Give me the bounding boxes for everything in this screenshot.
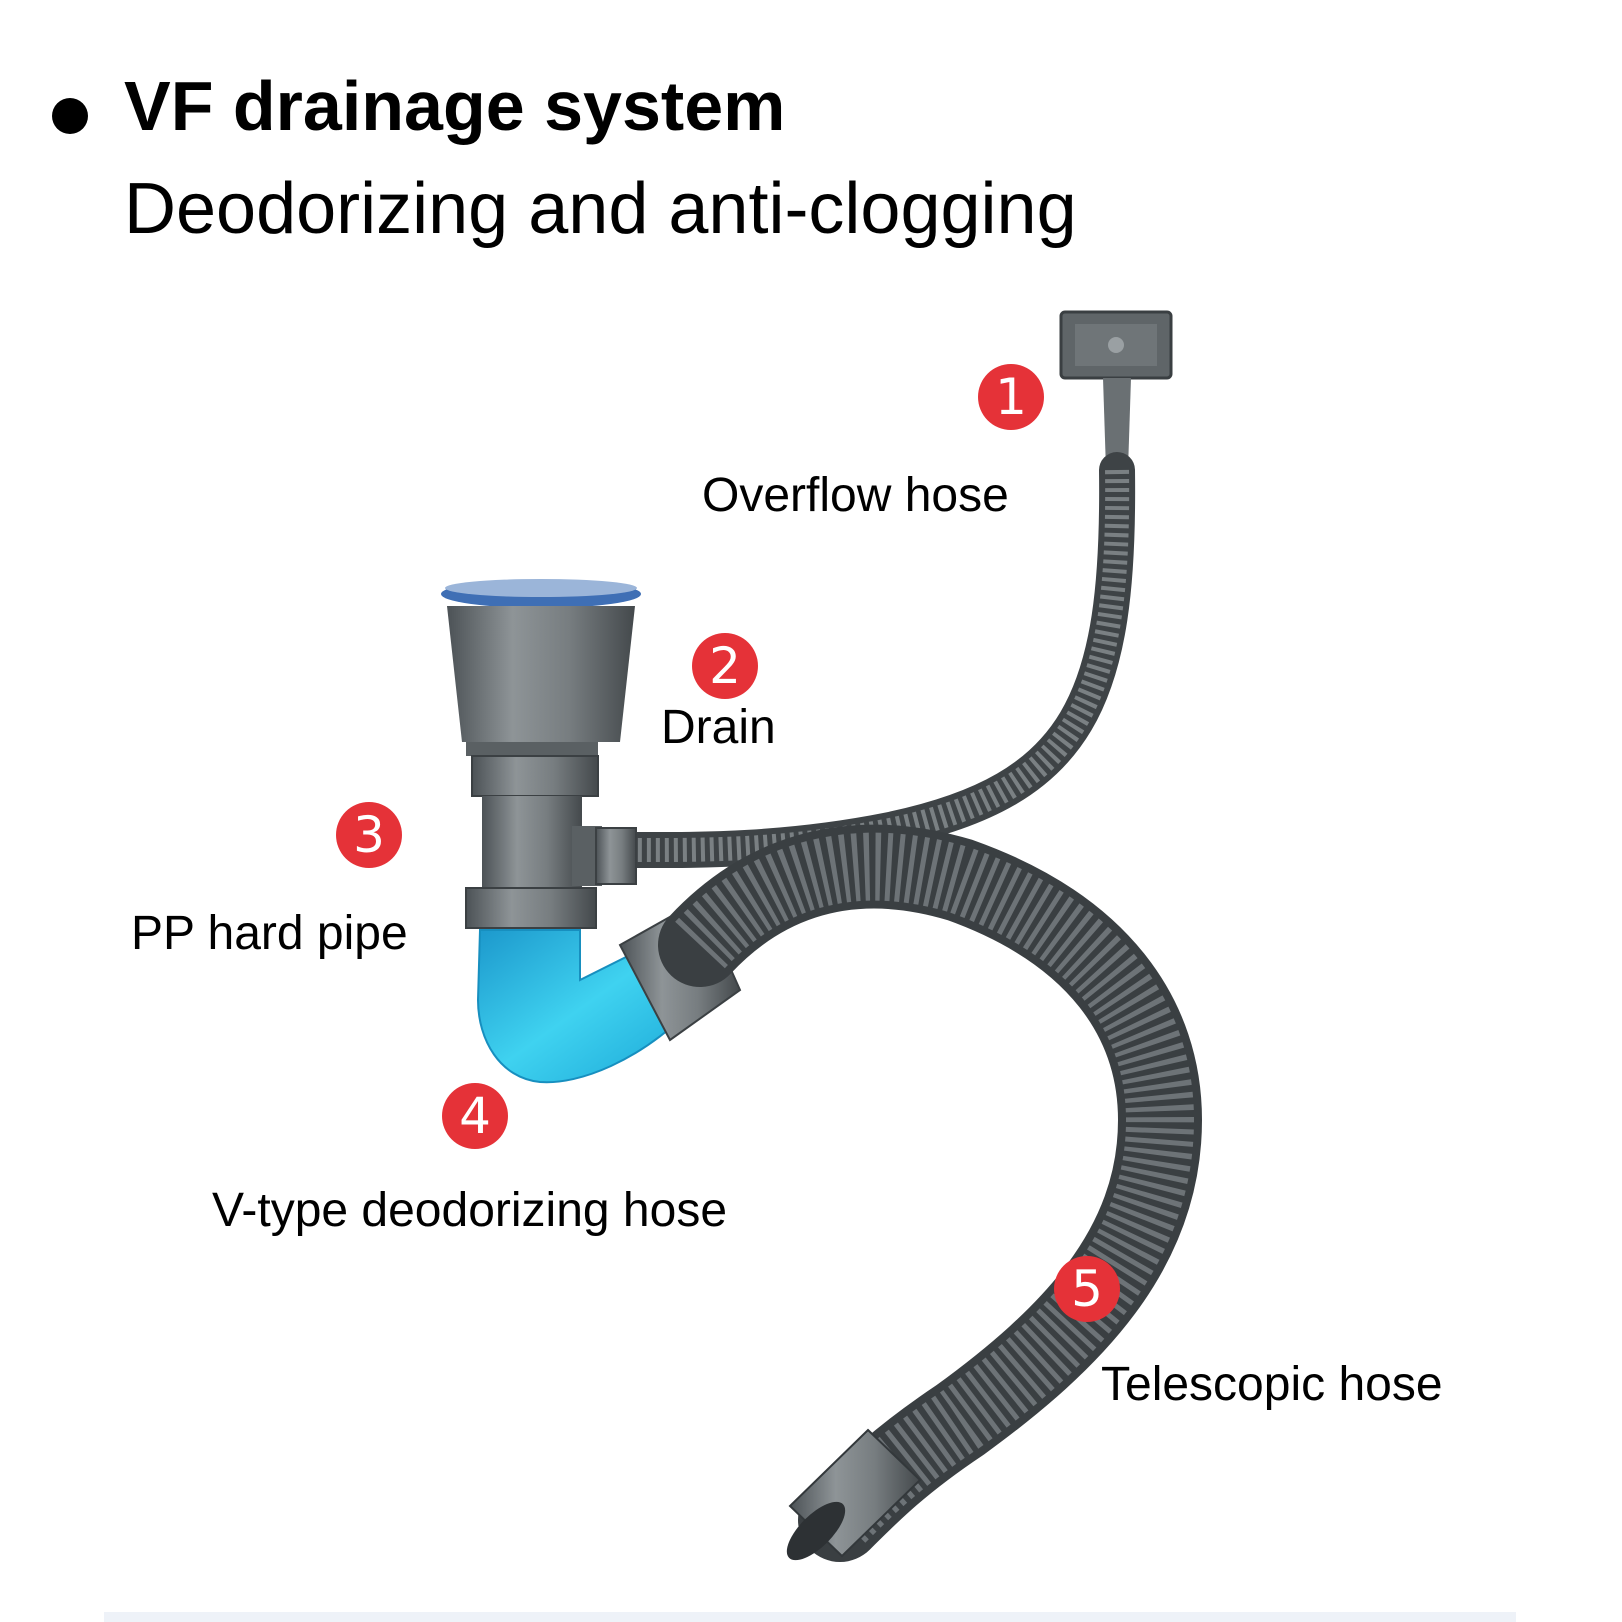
part-badge-3: 3 (336, 802, 402, 868)
page-title: VF drainage system (124, 67, 786, 145)
part-label-overflow-hose: Overflow hose (702, 469, 1009, 522)
part-label-drain: Drain (661, 701, 776, 754)
telescopic-hose (658, 824, 1203, 1562)
part-badge-2: 2 (692, 633, 758, 699)
part-badge-4: 4 (442, 1083, 508, 1149)
bullet-dot (52, 98, 88, 134)
part-label-v-type-deodorizing-hose: V-type deodorizing hose (212, 1184, 728, 1237)
part-label-pp-hard-pipe: PP hard pipe (131, 907, 408, 960)
page-subtitle: Deodorizing and anti-clogging (124, 169, 1077, 249)
header: VF drainage system Deodorizing and anti-… (0, 0, 1622, 280)
overflow-hose (602, 310, 1173, 869)
part-label-telescopic-hose: Telescopic hose (1101, 1358, 1443, 1411)
part-badge-1: 1 (978, 364, 1044, 430)
bottom-divider (104, 1612, 1516, 1622)
drain-body (441, 579, 641, 929)
part-badge-5: 5 (1054, 1256, 1120, 1322)
